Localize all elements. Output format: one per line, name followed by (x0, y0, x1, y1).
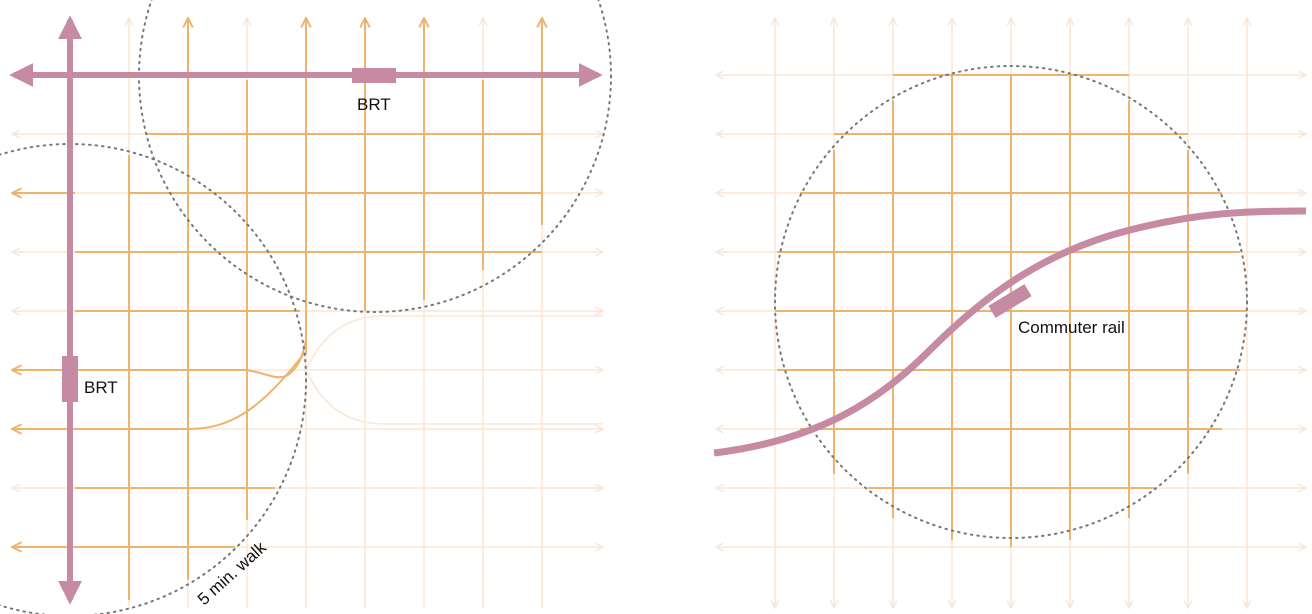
brt-station-left (62, 356, 78, 402)
walkshed-circle-top (138, 0, 612, 313)
active-street-grid-left (12, 18, 542, 600)
rail-label: Commuter rail (1018, 318, 1125, 337)
brt-left-label: BRT (84, 378, 118, 397)
brt-station-top (352, 68, 396, 83)
faded-street-grid-left (12, 18, 603, 608)
right-panel: Commuter rail (713, 18, 1307, 608)
brt-top-label: BRT (357, 95, 391, 114)
rail-station (988, 284, 1032, 318)
active-street-grid-right (775, 74, 1247, 547)
brt-lines (9, 15, 603, 605)
walk-label: 5 min. walk (194, 538, 270, 609)
left-panel: BRT BRT 5 min. walk (0, 0, 612, 614)
walkshed-circle-rail (774, 65, 1248, 539)
commuter-rail-line (713, 207, 1307, 457)
